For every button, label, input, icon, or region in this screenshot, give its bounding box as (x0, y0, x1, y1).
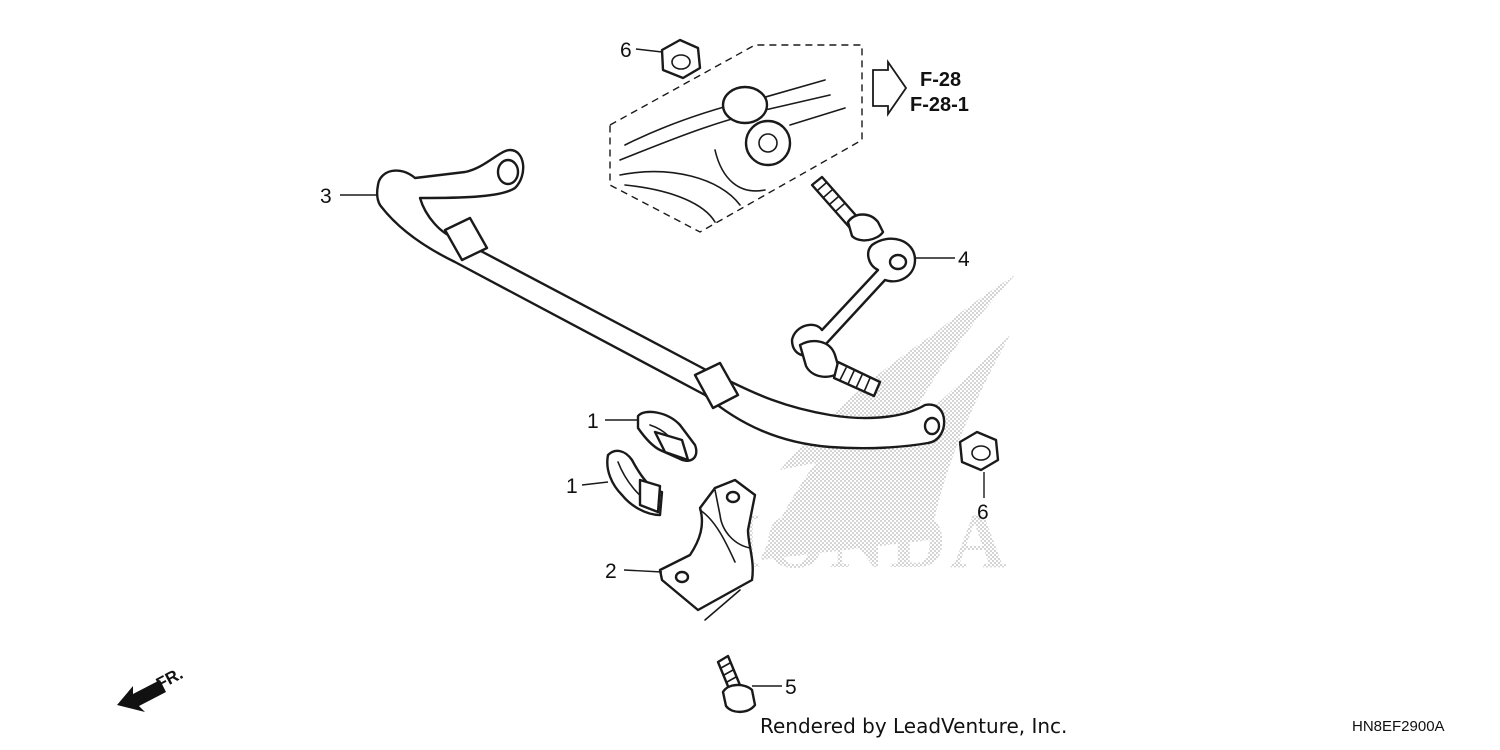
callout-3: 3 (320, 185, 332, 208)
bushing-upper (636, 410, 698, 462)
callout-2: 2 (605, 560, 617, 583)
callout-1-lower: 1 (566, 475, 578, 498)
stabilizer-bracket (658, 478, 757, 621)
stabilizer-bar (375, 148, 946, 450)
render-credit: Rendered by LeadVenture, Inc. (760, 714, 1067, 738)
bushing-lower (606, 449, 664, 517)
diagram-code: HN8EF2900A (1352, 718, 1445, 735)
callout-6-upper: 6 (620, 39, 632, 62)
callout-6-lower: 6 (977, 501, 989, 524)
callout-5: 5 (785, 676, 797, 699)
frame-reference-box (609, 44, 908, 233)
reference-label-f28-1: F-28-1 (910, 94, 969, 116)
front-arrow-icon (117, 680, 166, 712)
leader-lines (340, 48, 985, 687)
flange-nut-lower (958, 430, 1000, 472)
reference-arrow-icon (872, 59, 908, 117)
reference-label-f28: F-28 (920, 69, 961, 91)
bolt (716, 654, 757, 714)
flange-nut-upper (660, 38, 702, 80)
callout-1-upper: 1 (587, 410, 599, 433)
front-direction-indicator: FR. (117, 664, 186, 712)
stabilizer-link (790, 175, 917, 398)
callout-4: 4 (958, 248, 970, 271)
